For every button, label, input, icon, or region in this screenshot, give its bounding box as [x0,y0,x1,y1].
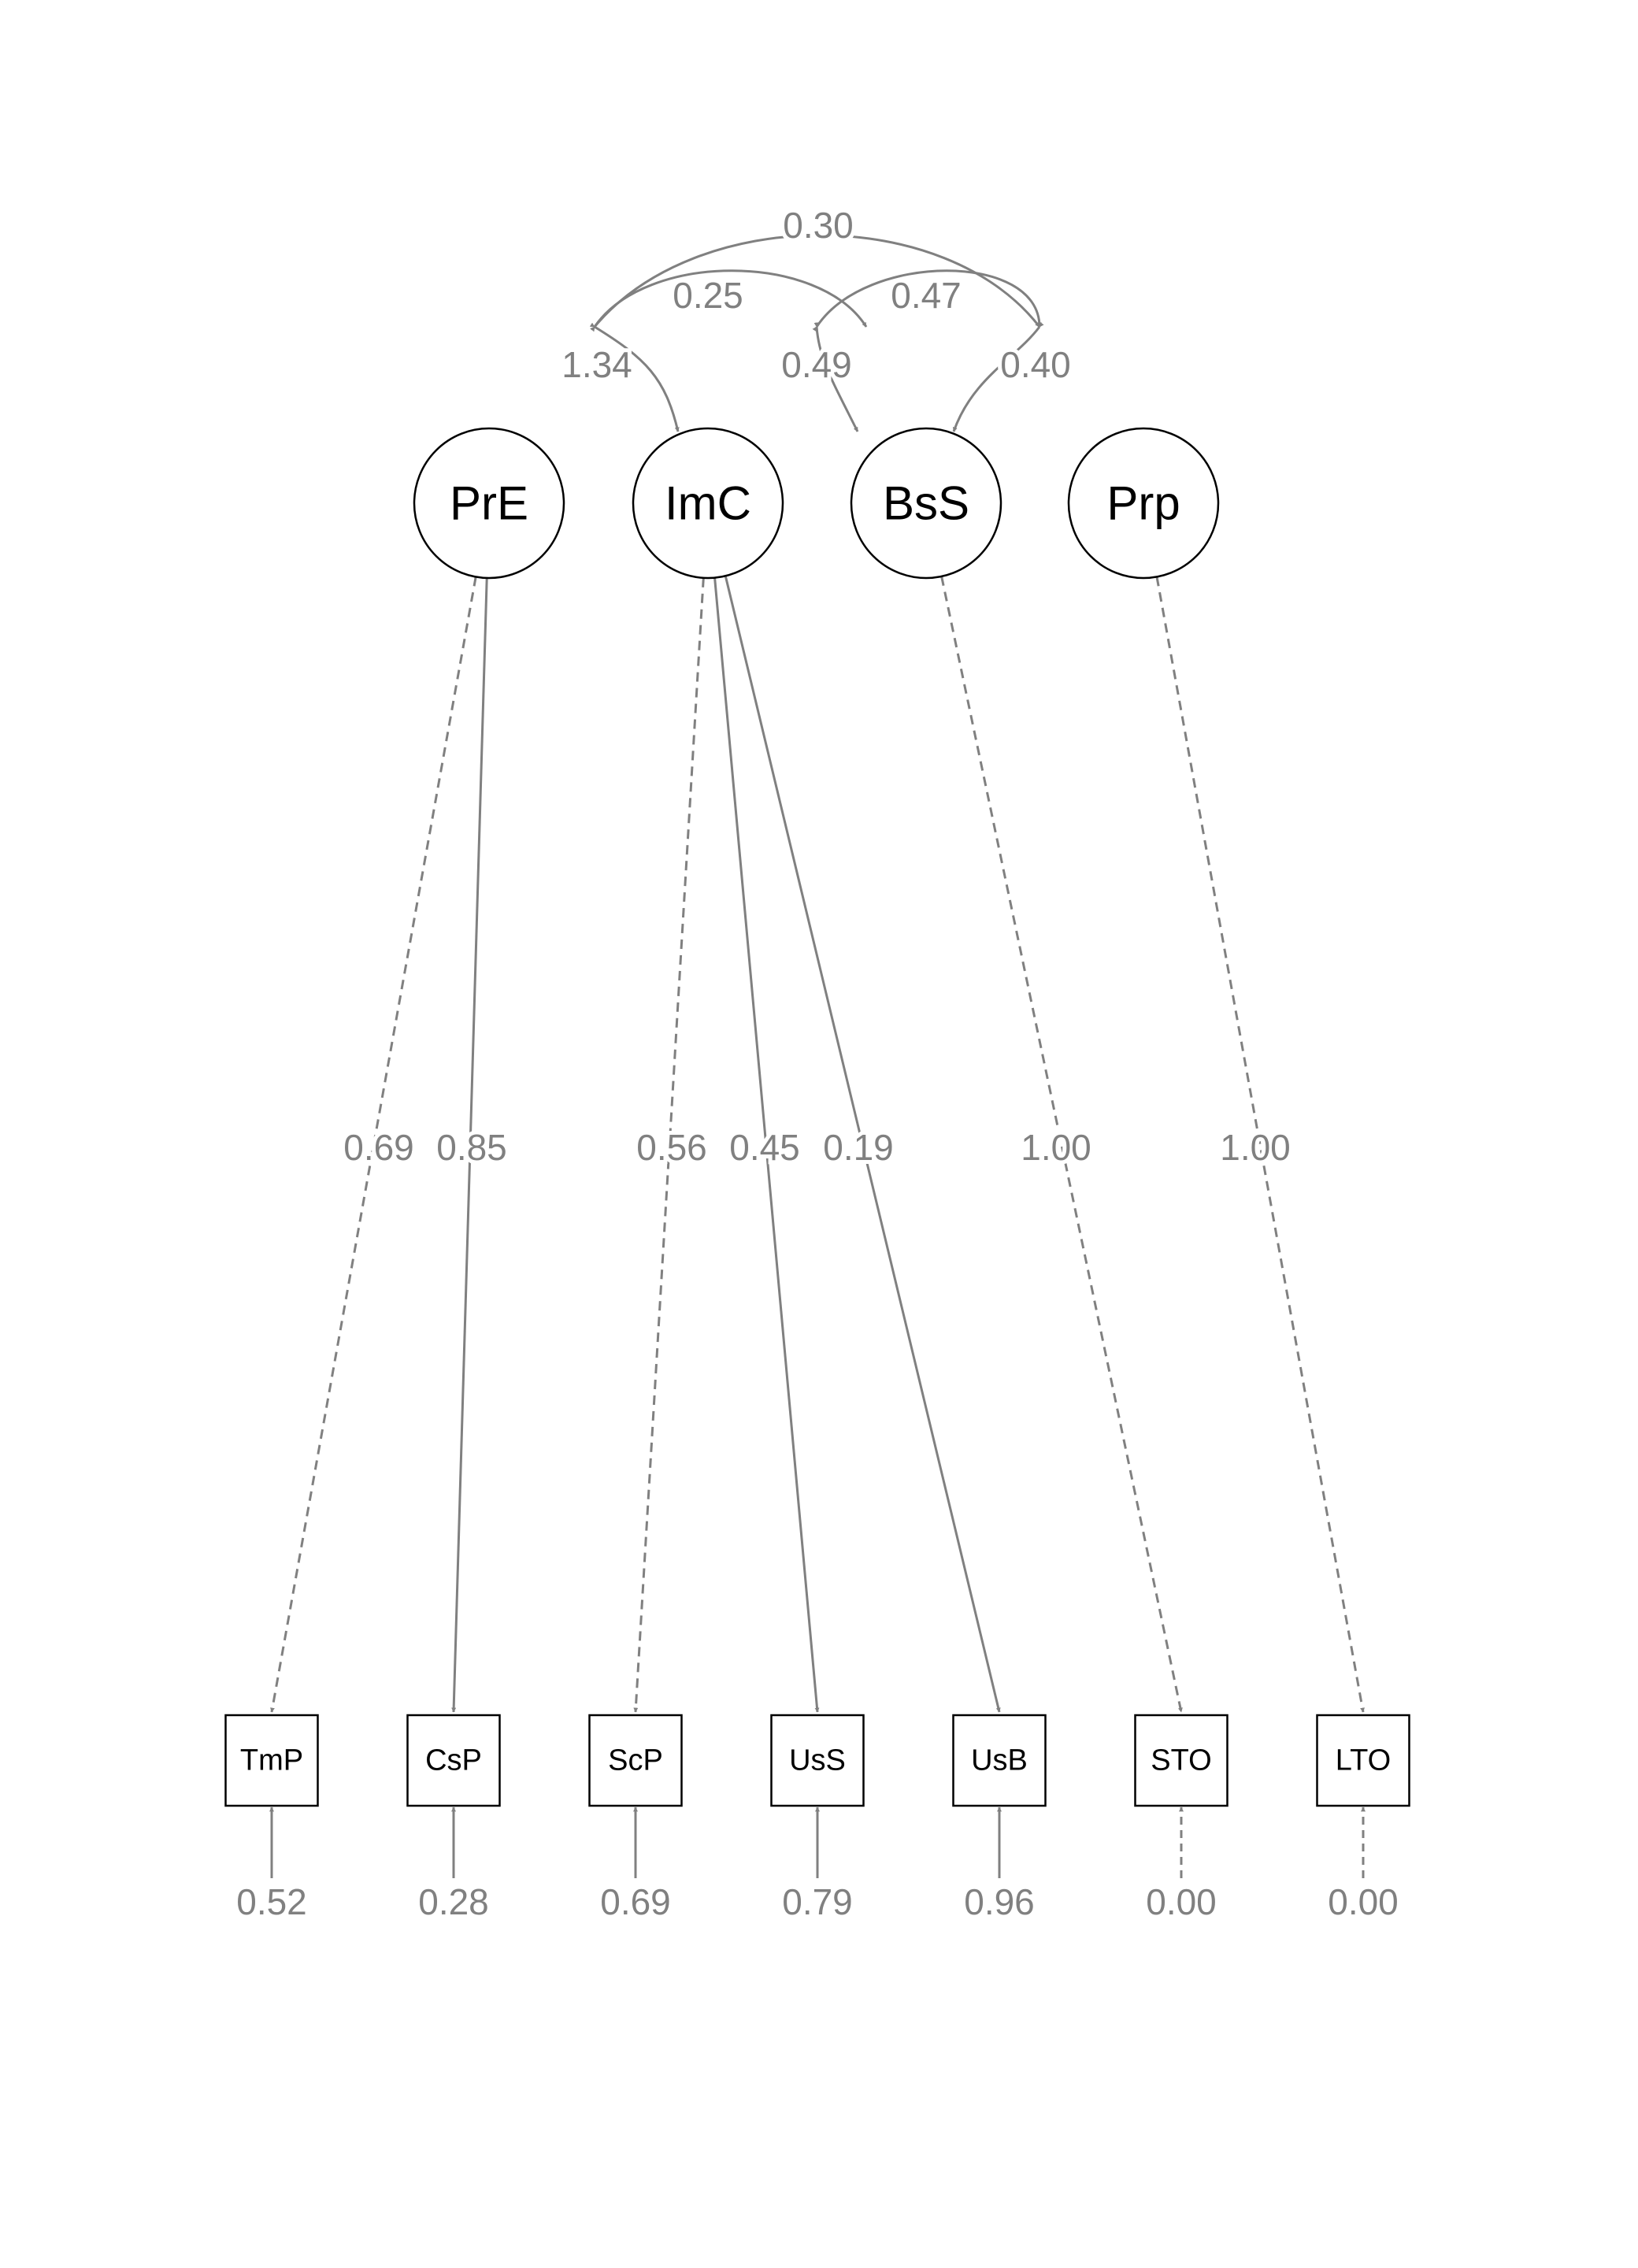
indicator-node-sto [1134,1714,1228,1807]
covariance-arc-pre-prp [590,234,1041,332]
indicator-node-csp [406,1714,501,1807]
indicator-label-csp: CsP [425,1744,482,1777]
residual-label-lto: 0.00 [1328,1881,1399,1922]
loading-path-pre-tmp [270,576,477,1713]
latent-label-pre: PrE [450,477,528,530]
residual-label-usb: 0.96 [964,1881,1035,1922]
covariance-arc-pre-imc [589,322,680,432]
loading-label-imc-usb: 0.19 [823,1127,894,1168]
loading-label-imc-uss: 0.45 [729,1127,800,1168]
indicator-label-sto: STO [1151,1744,1211,1777]
latent-node-imc [632,427,784,580]
indicator-label-usb: UsB [971,1744,1028,1777]
residual-label-sto: 0.00 [1146,1881,1217,1922]
indicator-node-tmp [224,1714,319,1807]
loading-label-pre-tmp: 0.69 [343,1127,414,1168]
loading-label-pre-csp: 0.85 [436,1127,507,1168]
covariance-arc-bss-prp [952,321,1044,432]
residual-label-scp: 0.69 [600,1881,671,1922]
indicator-label-uss: UsS [789,1744,846,1777]
covariance-arc-imc-bss [813,322,859,432]
loading-label-bss-sto: 1.00 [1021,1127,1091,1168]
latent-label-bss: BsS [883,477,969,530]
covariance-label-imc-prp: 0.47 [891,275,962,316]
residual-label-csp: 0.28 [418,1881,489,1922]
covariance-label-imc-bss: 0.49 [781,344,852,385]
loading-path-imc-scp [633,577,705,1713]
latent-node-bss [850,427,1002,580]
residual-label-tmp: 0.52 [236,1881,307,1922]
loading-path-imc-usb [724,576,1001,1713]
covariance-arc-pre-bss [590,269,868,332]
edges-layer [269,234,1366,1878]
indicator-node-scp [588,1714,683,1807]
latent-node-prp [1067,427,1220,580]
loading-path-imc-uss [713,577,820,1713]
loading-label-imc-scp: 0.56 [636,1127,707,1168]
latent-node-pre [413,427,565,580]
indicator-label-tmp: TmP [240,1744,303,1777]
indicator-label-scp: ScP [608,1744,663,1777]
loading-label-prp-lto: 1.00 [1220,1127,1291,1168]
indicator-node-lto [1316,1714,1410,1807]
covariance-label-pre-prp: 0.30 [783,205,854,246]
latent-label-prp: Prp [1106,477,1180,530]
indicator-label-lto: LTO [1336,1744,1391,1777]
coefficient-labels-layer: 0.30 0.25 0.47 1.34 0.49 0.40 0.69 0.85 0.56 0.45… [236,201,1399,1922]
residual-label-uss: 0.79 [782,1881,853,1922]
covariance-arc-imc-prp [812,269,1042,332]
indicator-node-usb [952,1714,1047,1807]
indicator-node-uss [770,1714,865,1807]
covariance-label-pre-imc: 1.34 [561,344,632,385]
loading-path-pre-csp [451,577,488,1713]
loading-path-bss-sto [940,576,1183,1713]
covariance-label-bss-prp: 0.40 [1000,344,1071,385]
loading-path-prp-lto [1155,576,1365,1713]
latent-label-imc: ImC [665,477,751,530]
covariance-label-pre-bss: 0.25 [673,275,743,316]
